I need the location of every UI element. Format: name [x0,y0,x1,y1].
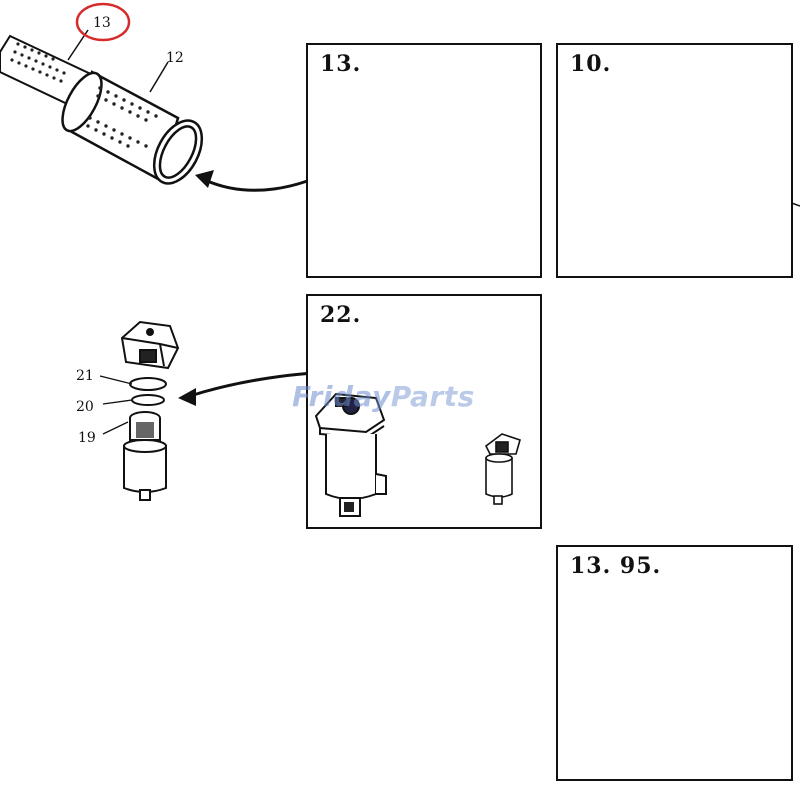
panel-10: 10. [556,43,793,278]
leader-line-19 [102,421,129,435]
arrow-head-sleeve [195,170,214,188]
callout-21: 21 [76,368,94,384]
leader-line-21 [99,375,133,385]
highlight-circle [75,2,131,42]
panel-13-95-label: 13. 95. [570,553,662,579]
panel-13: 13. [306,43,542,278]
watermark-part1: Friday [292,380,391,413]
callout-13: 13 [93,15,111,31]
strainer-sleeve-12 [61,70,204,185]
filter-assembly [120,320,180,501]
panel-10-label: 10. [570,51,612,77]
panel-22-label: 22. [320,302,362,328]
panel-13-label: 13. [320,51,362,77]
watermark-part2: Parts [390,380,475,413]
leader-line-20 [102,399,133,405]
callout-12: 12 [166,50,184,66]
panel-13-95: 13. 95. [556,545,793,781]
panel-22: 22. [306,294,542,529]
callout-19: 19 [78,430,96,446]
filter-housing-drawing [314,392,521,517]
arrow-head-filter [178,388,196,406]
leader-line-12 [149,61,169,93]
callout-20: 20 [76,399,94,415]
watermark-logo: FridayParts [292,380,475,413]
